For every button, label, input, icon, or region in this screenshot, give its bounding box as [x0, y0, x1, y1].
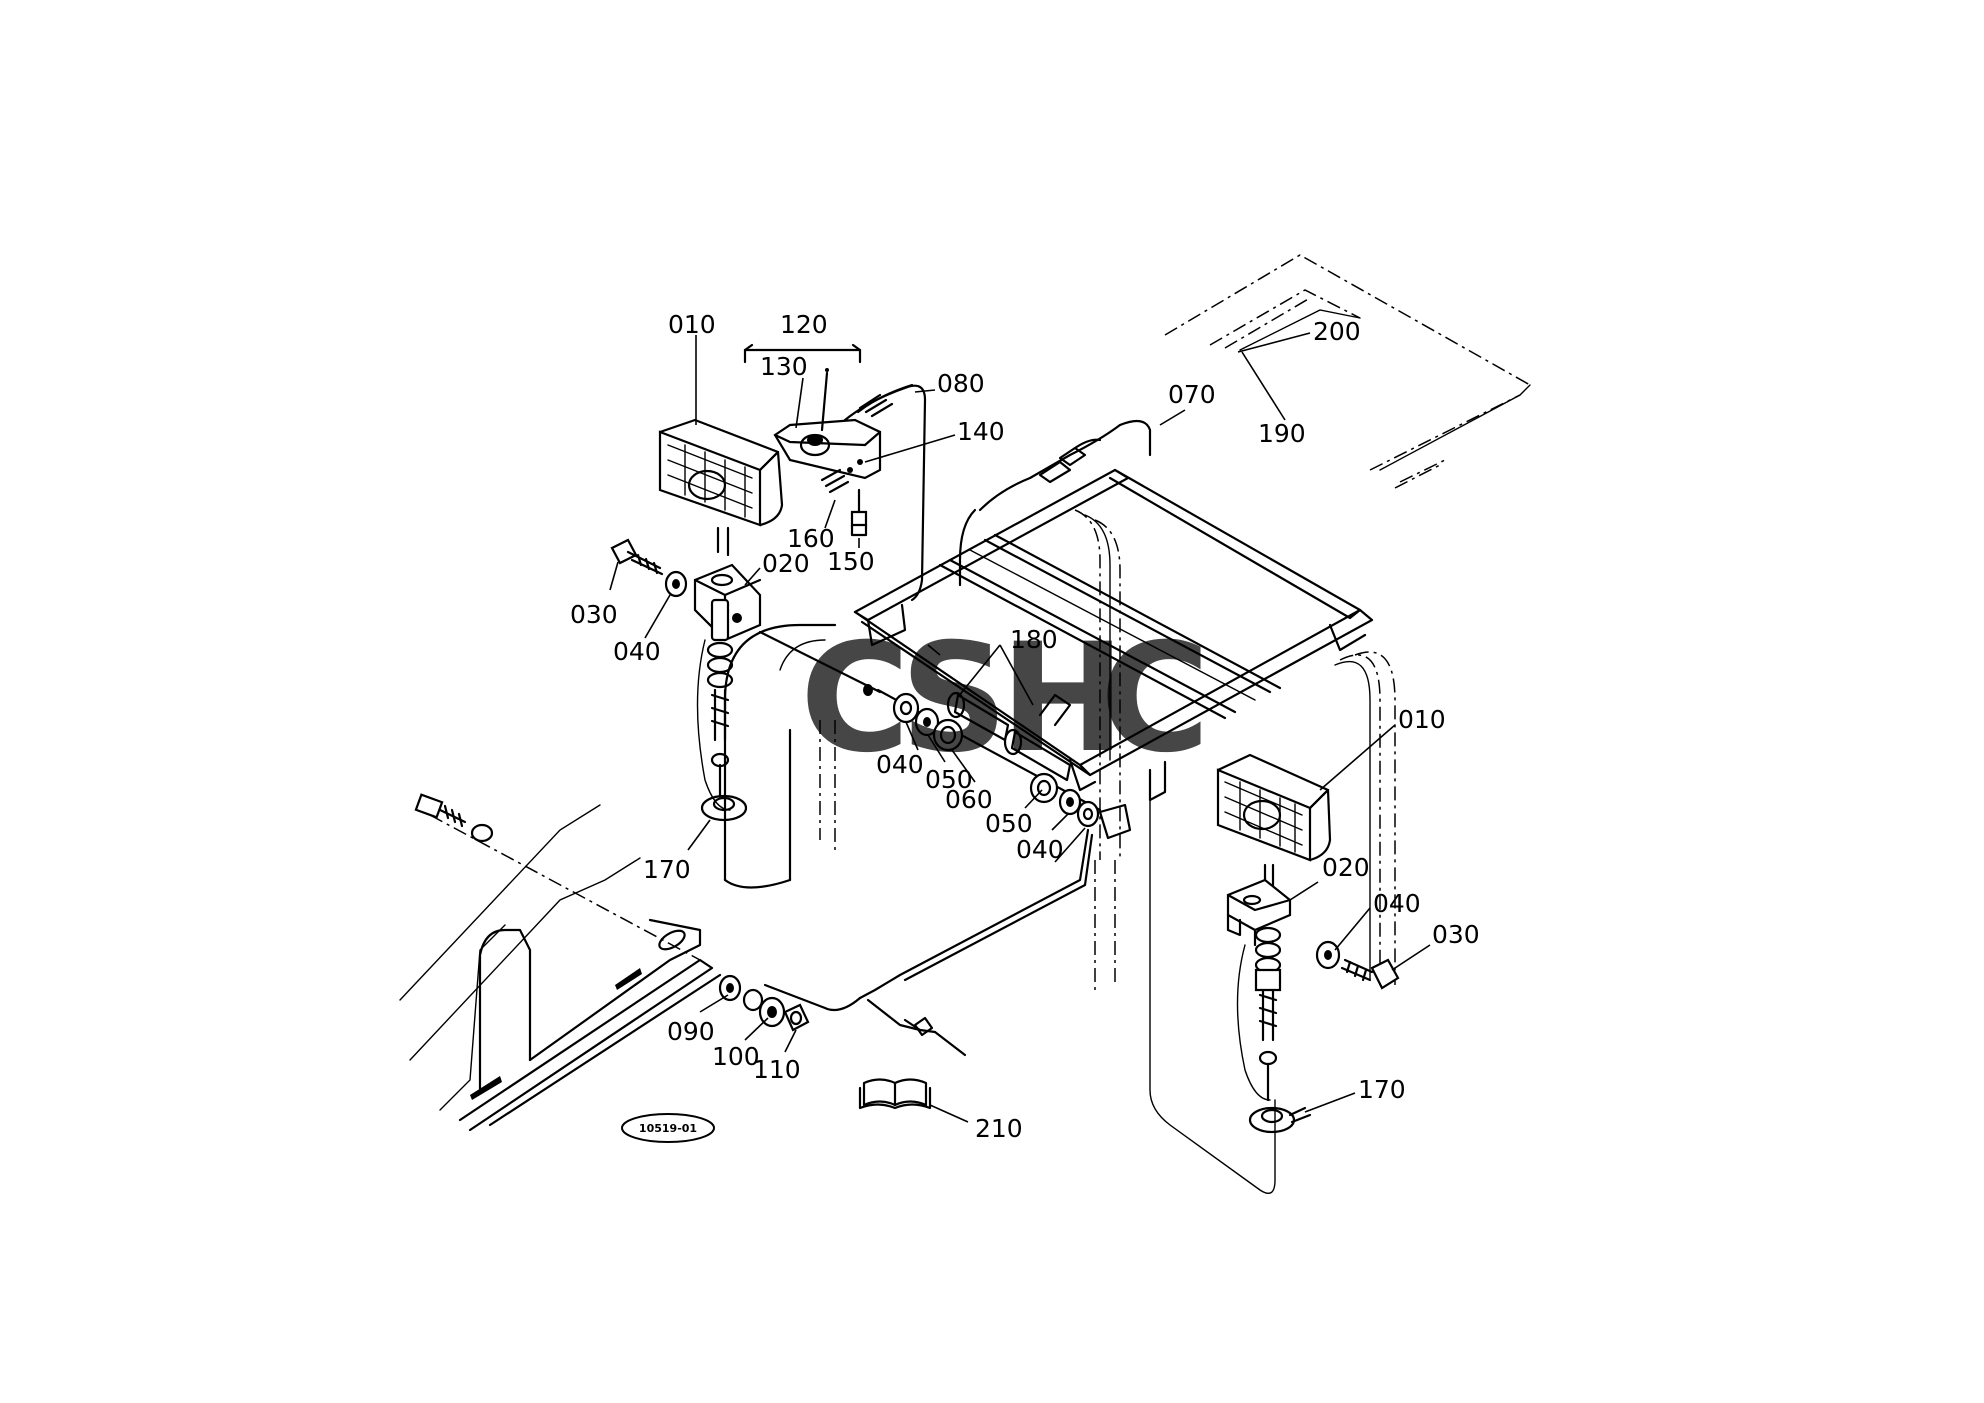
callout-080: 080 — [937, 369, 985, 398]
callout-190: 190 — [1258, 419, 1306, 448]
lower-wire-hardware — [718, 828, 1094, 1057]
callout-040-center: 040 — [876, 750, 924, 779]
callout-030-right: 030 — [1432, 920, 1480, 949]
callout-050-center2: 050 — [985, 809, 1033, 838]
callout-040-center2: 040 — [1016, 835, 1064, 864]
bolt-030-right — [1315, 940, 1400, 990]
callout-170-left: 170 — [643, 855, 691, 884]
rops-frame — [853, 468, 1374, 802]
fender-bracket — [399, 804, 722, 1132]
callout-040-left-top: 040 — [613, 637, 661, 666]
operators-manual-icon — [858, 1078, 932, 1110]
work-lamp-left — [658, 418, 784, 557]
callout-030-left: 030 — [570, 600, 618, 629]
callout-090: 090 — [667, 1017, 715, 1046]
figure-code-badge: 10519-01 — [621, 1113, 715, 1143]
callout-110: 110 — [753, 1055, 801, 1084]
lamp-bracket-left — [693, 563, 762, 822]
rops-posts — [779, 509, 1396, 1194]
callout-130: 130 — [760, 352, 808, 381]
roof-panel — [1164, 254, 1531, 489]
callout-120: 120 — [780, 310, 828, 339]
watermark-letter-4: C — [1100, 612, 1210, 786]
callout-060: 060 — [945, 785, 993, 814]
callout-170-right: 170 — [1358, 1075, 1406, 1104]
callout-150: 150 — [827, 547, 875, 576]
figure-code: 10519-01 — [639, 1122, 697, 1135]
callout-210: 210 — [975, 1114, 1023, 1143]
work-lamp-right — [1216, 753, 1332, 894]
wire-harness-070 — [958, 419, 1152, 587]
fender-bolt — [414, 793, 494, 843]
switch-assembly — [743, 343, 927, 602]
watermark-logo: C S H C — [800, 612, 1210, 786]
callout-050-center: 050 — [925, 765, 973, 794]
watermark-letter-2: S — [900, 612, 1008, 786]
callout-020-right: 020 — [1322, 853, 1370, 882]
callout-100: 100 — [712, 1042, 760, 1071]
callout-010-left: 010 — [668, 310, 716, 339]
callout-180: 180 — [1010, 625, 1058, 654]
callout-020-left: 020 — [762, 549, 810, 578]
callout-200: 200 — [1313, 317, 1361, 346]
callout-010-right: 010 — [1398, 705, 1446, 734]
center-shaft-hardware — [758, 630, 1132, 840]
bolt-030-left — [610, 538, 688, 598]
callout-070: 070 — [1168, 380, 1216, 409]
lamp-bracket-right — [1226, 878, 1312, 1134]
callout-160: 160 — [787, 524, 835, 553]
callout-140: 140 — [957, 417, 1005, 446]
callout-040-right: 040 — [1373, 889, 1421, 918]
leader-lines — [609, 332, 1431, 1123]
callout-labels: 010 120 130 080 140 160 150 070 200 190 … — [570, 310, 1480, 1143]
watermark-letter-1: C — [800, 612, 910, 786]
watermark-letter-3: H — [1000, 612, 1126, 786]
